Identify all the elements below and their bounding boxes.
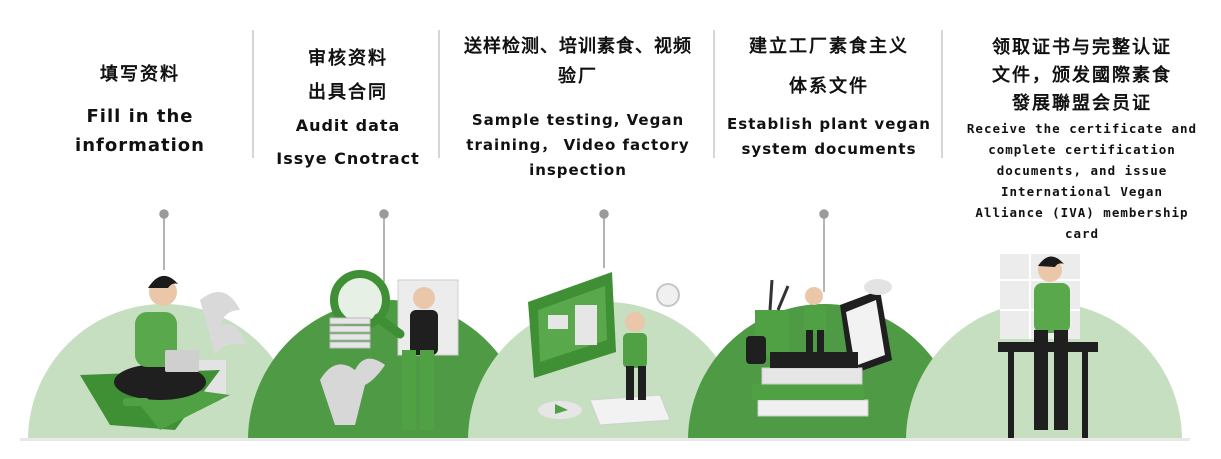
connector-pins	[159, 209, 829, 292]
step-5-text: 领取证书与完整认证 文件，颁发國際素食 發展聯盟会员证 Receive the …	[944, 34, 1220, 244]
step-5-title-en-line3: documents, and issue	[996, 163, 1168, 178]
ground-strip	[20, 438, 1190, 441]
step-3-title-zh-line1: 送样检测、培训素食、视频	[464, 36, 692, 57]
step-2-title-zh-line1: 审核资料	[308, 48, 388, 69]
scene-sample-testing	[528, 272, 680, 426]
divider-1	[252, 30, 254, 158]
step-4-title-en-line1: Establish plant vegan	[727, 115, 931, 133]
step-2-title-en-line1: Audit data	[295, 116, 401, 135]
scene-documents	[746, 279, 892, 417]
step-4-title-en-line2: system documents	[741, 140, 917, 158]
step-2-title-zh-line2: 出具合同	[308, 82, 388, 103]
step-3-title-en-line1: Sample testing, Vegan	[471, 111, 685, 129]
step-1-text: 填写资料 Fill in the information	[40, 62, 240, 160]
step-4-title-zh-line2: 体系文件	[789, 76, 869, 97]
divider-2	[438, 30, 440, 158]
step-5-title-zh-line3: 發展聯盟会员证	[1012, 93, 1152, 114]
scene-certificate	[998, 254, 1098, 438]
step-1-title-en-line2: information	[75, 135, 205, 156]
step-1-title-en-line1: Fill in the	[86, 106, 194, 127]
step-5-title-zh-line2: 文件，颁发國際素食	[992, 65, 1172, 86]
divider-4	[941, 30, 943, 158]
step-5-title-en-line4: International Vegan	[1001, 184, 1163, 199]
step-5-title-zh-line1: 领取证书与完整认证	[992, 37, 1172, 58]
step-3-title-en-line3: inspection	[529, 161, 627, 179]
step-3-title-en-line2: training， Video factory	[466, 136, 690, 154]
scene-fill-info	[80, 275, 245, 430]
step-5-title-en-line5: Alliance (IVA) membership	[975, 205, 1189, 220]
step-2-title-en-line2: Issye Cnotract	[276, 149, 420, 168]
scene-audit	[320, 270, 459, 430]
step-5-title-en-line6: card	[1064, 226, 1100, 241]
step-2-text: 审核资料 出具合同 Audit data Issye Cnotract	[258, 42, 438, 176]
step-3-text: 送样检测、培训素食、视频 验厂 Sample testing, Vegan tr…	[440, 32, 716, 183]
step-1-title-zh: 填写资料	[100, 64, 180, 85]
step-4-text: 建立工厂素食主义 体系文件 Establish plant vegan syst…	[716, 32, 942, 162]
step-5-title-en-line1: Receive the certificate and	[966, 121, 1198, 136]
step-4-title-zh-line1: 建立工厂素食主义	[749, 36, 909, 57]
step-5-title-en-line2: complete certification	[988, 142, 1176, 157]
step-3-title-zh-line2: 验厂	[558, 66, 598, 87]
divider-3	[713, 30, 715, 158]
